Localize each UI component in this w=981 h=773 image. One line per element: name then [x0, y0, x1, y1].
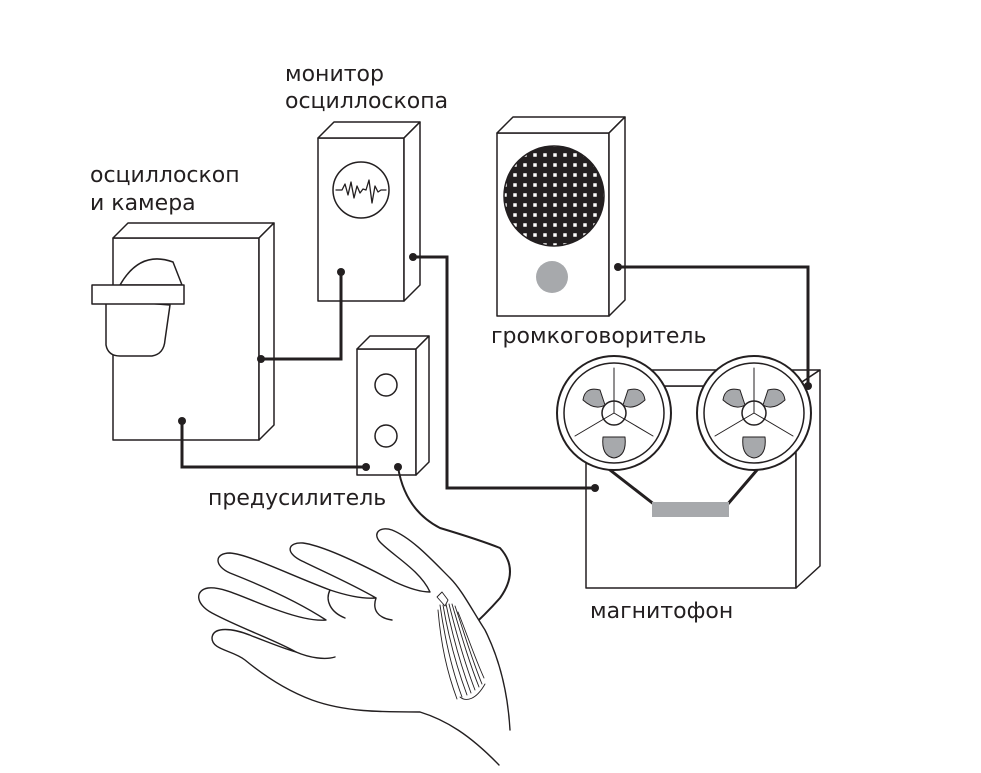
label-monitor-line1: монитор [285, 62, 384, 87]
tape-head-icon [652, 502, 729, 517]
cable-camera-to-preamp [180, 419, 368, 469]
preamp-knob-bottom-icon [374, 424, 398, 448]
label-tape-recorder: магнитофон [590, 599, 734, 624]
connection-cables [180, 255, 810, 490]
speaker-knob-icon [536, 261, 568, 293]
right-reel-icon [696, 355, 812, 471]
muscle-fibres-icon [436, 591, 486, 700]
speaker-grille-icon [504, 146, 604, 246]
camera-icon [91, 258, 185, 357]
tape-path [608, 468, 759, 507]
label-speaker: громкоговоритель [491, 324, 707, 349]
label-oscilloscope-line2: и камера [90, 191, 196, 216]
oscilloscope-camera [91, 222, 275, 441]
preamplifier [356, 335, 430, 476]
cable-monitor-to-recorder [411, 255, 597, 490]
cable-speaker-to-recorder [616, 265, 810, 388]
waveform-icon [335, 179, 387, 204]
label-monitor-line2: осциллоскопа [285, 89, 449, 114]
electrode-wire [397, 466, 511, 631]
label-oscilloscope-line1: осциллоскоп [90, 163, 240, 188]
cable-camera-to-monitor [259, 270, 343, 361]
preamp-knob-top-icon [374, 373, 398, 397]
oscilloscope-monitor [317, 121, 421, 302]
loudspeaker [496, 116, 626, 317]
label-preamp: предусилитель [208, 486, 387, 511]
hand-icon [198, 528, 511, 766]
left-reel-icon [556, 355, 672, 471]
